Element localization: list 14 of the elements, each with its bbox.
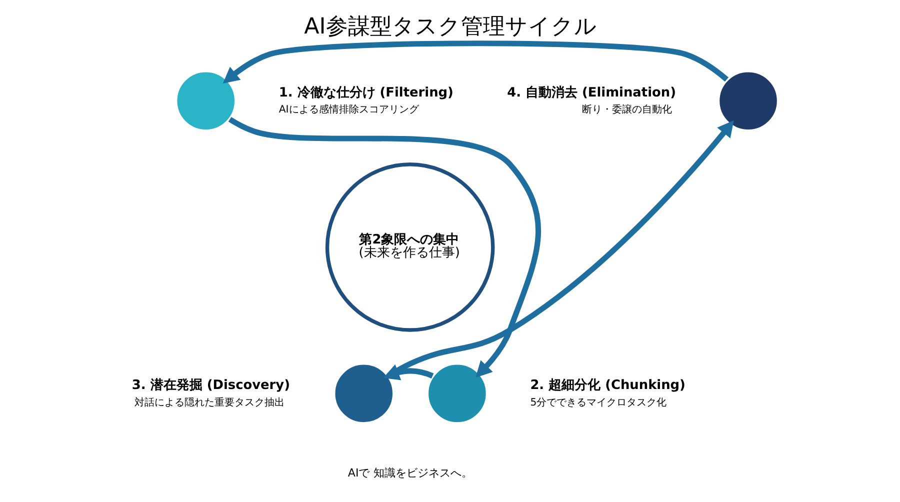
arrow xyxy=(222,40,728,84)
diagram-title: AI参謀型タスク管理サイクル xyxy=(304,13,596,40)
node-label: 1. 冷徹な仕分け (Filtering) xyxy=(278,85,453,100)
arrow xyxy=(228,116,541,378)
node-label: 2. 超細分化 (Chunking) xyxy=(530,378,685,394)
node-label: 4. 自動消去 (Elimination) xyxy=(506,85,676,100)
node-label: 5分でできるマイクロタスク化 xyxy=(530,397,666,408)
node-label: 断り・委譲の自動化 xyxy=(581,104,672,116)
node-label: 3. 潜在発掘 (Discovery) xyxy=(131,378,290,394)
arrow xyxy=(382,364,434,380)
node-label: AIによる感情排除スコアリング xyxy=(278,104,418,116)
label: AIで 知識をビジネスへ。 xyxy=(347,466,472,480)
node-label: 対話による隠れた重要タスク抽出 xyxy=(134,397,284,408)
node-circle: 第2象限への集中 (未来を作る仕事) xyxy=(324,162,494,332)
